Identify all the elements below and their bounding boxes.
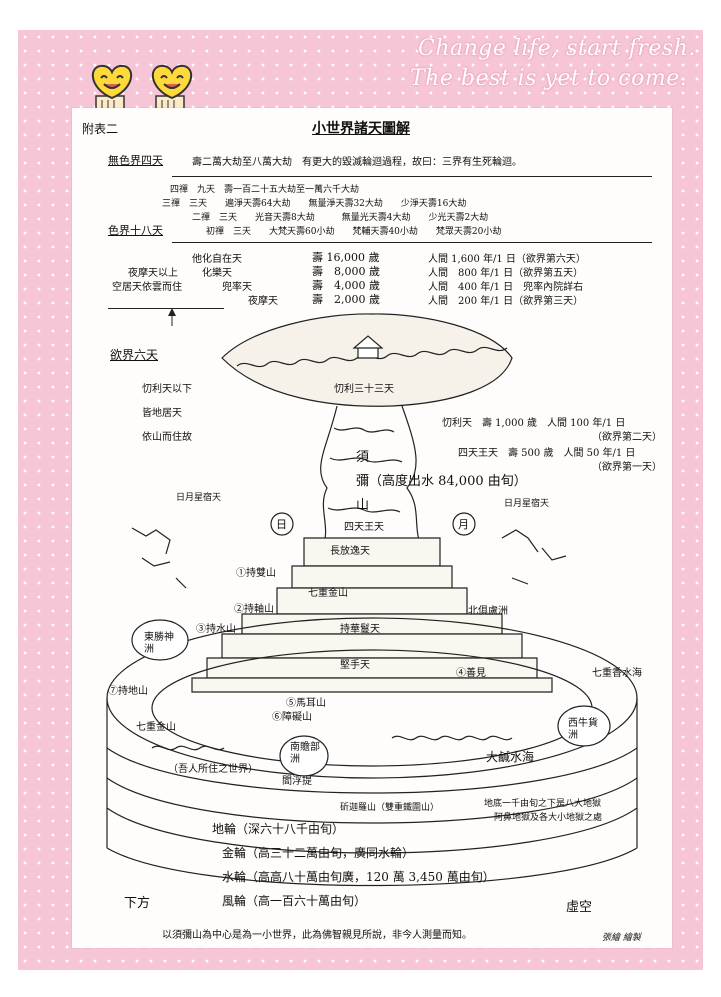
label-trayastrimsa-life: 忉利天 壽 1,000 歲 人間 100 年/1 日 [442,418,626,429]
label-south-2: 閻浮提 [282,776,312,787]
heaven-4-rate: 人間 400 年/1 日 兜率內院詳右 [428,282,584,293]
heaven-4-name: 兜率天 [222,282,252,293]
signature: 張繪 繪製 [602,933,641,943]
label-zengzhang: 長放逸天 [330,546,370,557]
label-four-kings-life: 四天王天 壽 500 歲 人間 50 年/1 日 [458,448,636,459]
label-m6: ⑥障礙山 [272,712,312,723]
label-iron-mountain: 斫迦羅山（雙重鐵圍山） [340,803,440,813]
label-sumeru-1: 須 [356,450,370,465]
note-above-yama: 夜摩天以上 [128,268,178,279]
divider [172,176,652,177]
heaven-5-life: 壽 8,000 歲 [312,265,380,278]
heaven-4-life: 壽 4,000 歲 [312,279,380,292]
label-m4: ④善見 [456,668,486,679]
label-seven-gold: 七重金山 [308,588,348,599]
moon-icon: 月 [458,518,469,531]
label-m3: ③持水山 [196,624,236,635]
heaven-6-rate: 人間 1,600 年/1 日（欲界第六天） [428,254,586,265]
heaven-5-name: 化樂天 [202,268,232,279]
label-south: 南贍部洲 [290,742,320,765]
label-m5: ⑤馬耳山 [286,698,326,709]
label-four-kings-note: （欲界第一天） [592,462,662,473]
note-below-trayastrimsa: 忉利天以下 [142,384,192,395]
label-hell-note-2: 阿鼻地獄及各大小地獄之處 [494,813,603,823]
label-m1: ①持雙山 [236,568,276,579]
document-page: 附表二 小世界諸天圖解 無色界四天 壽二萬大劫至八萬大劫 有更大的毀滅輪迴過程，… [72,108,672,948]
banner-line-1: Change life, start fresh. [418,36,696,61]
label-our-world: （吾人所住之世界） [168,764,258,775]
appendix-label: 附表二 [82,122,119,136]
divider [108,308,224,309]
formless-text: 壽二萬大劫至八萬大劫 有更大的毀滅輪迴過程，故曰：三界有生死輪迴。 [192,157,522,168]
form-row-1: 四禪 九天 壽一百二十五大劫至一萬六千大劫 [170,185,360,195]
formless-label: 無色界四天 [108,154,163,167]
note-mountain-dwelling: 依山而住故 [142,432,192,443]
label-gold-wheel: 金輪（高三十二萬由旬，廣同水輪） [222,846,415,860]
label-four-kings: 四天王天 [344,522,384,533]
label-water-wheel: 水輪（高高八十萬由旬廣，120 萬 3,450 萬由旬） [222,870,495,884]
label-east: 東勝神洲 [144,632,174,655]
label-sumeru-2: 彌（高度出水 84,000 由旬） [356,474,527,489]
heaven-3-name: 夜摩天 [248,296,278,307]
label-salt-sea: 大鹹水海 [486,750,535,764]
label-jianshou: 堅手天 [340,660,370,671]
label-trayastrimsa: 忉利三十三天 [334,384,394,395]
heaven-3-life: 壽 2,000 歲 [312,293,380,306]
label-north: 北俱盧洲 [468,606,508,617]
banner-line-2: The best is yet to come. [410,66,688,91]
label-m2: ②持軸山 [234,604,274,615]
note-cloud-dwelling: 空居天依雲而住 [112,282,182,293]
label-wind-wheel: 風輪（高一百六十萬由旬） [222,894,367,908]
form-label: 色界十八天 [108,224,163,237]
label-stars-left: 日月星宿天 [176,493,222,503]
label-earth-wheel: 地輪（深六十八千由旬） [212,822,345,836]
footer-note: 以須彌山為中心是為一小世界，此為佛智親見所說，非今人測量而知。 [162,930,472,941]
page-title: 小世界諸天圖解 [312,121,410,137]
label-stars-right: 日月星宿天 [504,499,550,509]
label-seven-water: 七重香水海 [592,668,642,679]
form-row-2: 三禪 三天 遍淨天壽64大劫 無量淨天壽32大劫 少淨天壽16大劫 [162,199,467,209]
label-chijiman: 持華鬘天 [340,624,380,635]
heaven-6-name: 他化自在天 [192,254,242,265]
six-heavens-label: 欲界六天 [110,348,159,362]
sun-icon: 日 [276,518,287,531]
heaven-6-life: 壽 16,000 歲 [312,251,380,264]
label-sumeru-3: 山 [356,498,370,513]
label-m7: ⑦持地山 [108,686,148,697]
label-below: 下方 [124,896,151,911]
note-ground-dwelling: 皆地居天 [142,408,182,419]
mount-sumeru-drawing [106,313,638,887]
form-row-4: 初禪 三天 大梵天壽60小劫 梵輔天壽40小劫 梵眾天壽20小劫 [206,227,502,237]
form-row-3: 二禪 三天 光音天壽8大劫 無量光天壽4大劫 少光天壽2大劫 [192,213,489,223]
heaven-3-rate: 人間 200 年/1 日（欲界第三天） [428,296,584,307]
label-hell-note-1: 地底一千由旬之下是八大地獄 [484,799,602,809]
label-trayastrimsa-note: （欲界第二天） [592,432,662,443]
heaven-5-rate: 人間 800 年/1 日（欲界第五天） [428,268,584,279]
divider [172,242,652,243]
label-void: 虛空 [566,900,593,915]
label-seven-gold-2: 七重金山 [136,722,176,733]
label-west: 西牛貨洲 [568,718,598,741]
